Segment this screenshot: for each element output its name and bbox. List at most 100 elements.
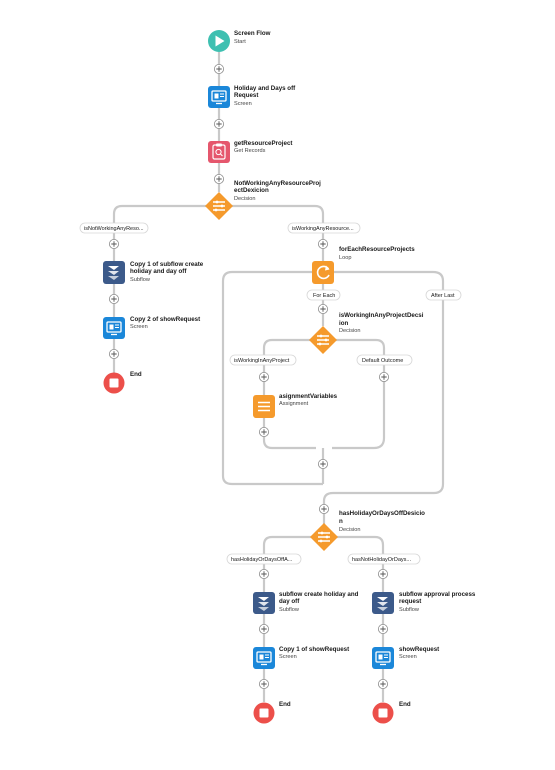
stop-icon	[109, 378, 119, 388]
decision-icon	[213, 200, 225, 212]
svg-text:For Each: For Each	[313, 293, 335, 299]
screen-icon	[106, 321, 122, 336]
svg-text:n: n	[339, 518, 343, 525]
screen-icon	[211, 90, 227, 105]
svg-text:Subflow: Subflow	[130, 277, 151, 283]
svg-text:request: request	[399, 598, 421, 605]
screen-icon	[256, 651, 272, 666]
assignment-icon	[258, 401, 270, 412]
add-element-button[interactable]	[109, 348, 120, 359]
svg-text:Subflow: Subflow	[399, 607, 420, 613]
add-element-button[interactable]	[213, 173, 224, 184]
svg-text:isWorkingAnyResource...: isWorkingAnyResource...	[292, 226, 354, 232]
svg-text:Screen: Screen	[234, 101, 252, 107]
add-element-button[interactable]	[317, 303, 328, 314]
decision-icon	[317, 334, 329, 346]
svg-text:Copy 1 of subflow create: Copy 1 of subflow create	[130, 261, 204, 268]
loop-label-after-last[interactable]: After Last	[425, 289, 462, 301]
svg-text:Screen Flow: Screen Flow	[234, 30, 271, 37]
screen-node-copy-1[interactable]: Copy 1 of showRequest Screen	[253, 646, 349, 669]
add-element-button[interactable]	[258, 371, 269, 382]
loop-node[interactable]: forEachResourceProjects Loop	[312, 246, 415, 284]
add-element-button[interactable]	[258, 426, 269, 437]
loop-icon	[316, 265, 330, 280]
svg-text:hasNotHolidayOrDays...: hasNotHolidayOrDays...	[352, 557, 411, 563]
svg-text:hasHolidayOrDaysOffA...: hasHolidayOrDaysOffA...	[231, 557, 293, 563]
get-records-node[interactable]: getResourceProject Get Records	[208, 140, 292, 163]
subflow-icon	[377, 597, 388, 611]
svg-text:getResourceProject: getResourceProject	[234, 140, 292, 147]
svg-text:Decision: Decision	[339, 328, 360, 334]
svg-text:hasHolidayOrDaysOffDesicio: hasHolidayOrDaysOffDesicio	[339, 510, 425, 517]
subflow-icon	[258, 597, 269, 611]
svg-text:Subflow: Subflow	[279, 607, 300, 613]
end-node-d3-right[interactable]: End	[372, 701, 411, 724]
branch-label-is-working[interactable]: isWorkingAnyResource...	[287, 222, 361, 234]
add-element-button[interactable]	[258, 624, 269, 635]
stop-icon	[378, 708, 388, 718]
svg-text:day off: day off	[279, 598, 300, 605]
subflow-node-approval[interactable]: subflow approval process request Subflow	[372, 591, 476, 614]
svg-text:NotWorkingAnyResourceProj: NotWorkingAnyResourceProj	[234, 180, 321, 187]
add-element-button[interactable]	[378, 371, 389, 382]
end-node-left[interactable]: End	[103, 371, 142, 394]
add-element-button[interactable]	[318, 503, 329, 514]
add-element-button[interactable]	[258, 679, 269, 690]
loop-label-for-each[interactable]: For Each	[306, 289, 341, 301]
add-element-button[interactable]	[377, 569, 388, 580]
svg-text:isNotWorkingAnyReso...: isNotWorkingAnyReso...	[84, 226, 144, 232]
svg-text:Screen: Screen	[279, 654, 297, 660]
svg-text:Request: Request	[234, 92, 258, 99]
subflow-icon	[108, 266, 119, 280]
assignment-node[interactable]: asignmentVariables Assignment	[253, 393, 338, 418]
add-element-button[interactable]	[109, 293, 120, 304]
decision-node-working-in-any-project[interactable]: isWorkingInAnyProjectDecsi ion Decision	[309, 312, 424, 354]
svg-text:Screen: Screen	[130, 324, 148, 330]
add-element-button[interactable]	[317, 238, 328, 249]
subflow-node-create-holiday[interactable]: subflow create holiday and day off Subfl…	[253, 591, 359, 614]
svg-text:subflow approval process: subflow approval process	[399, 591, 476, 598]
branch-label-is-not-working[interactable]: isNotWorkingAnyReso...	[79, 222, 149, 234]
svg-text:Start: Start	[234, 39, 246, 45]
get-records-icon	[212, 143, 226, 160]
svg-text:showRequest: showRequest	[399, 646, 439, 653]
decision-icon	[318, 531, 330, 543]
start-node[interactable]: Screen Flow Start	[208, 30, 271, 52]
screen-node-holiday-request[interactable]: Holiday and Days off Request Screen	[208, 85, 296, 108]
svg-text:Decision: Decision	[339, 527, 360, 533]
add-element-button[interactable]	[213, 119, 224, 130]
add-element-button[interactable]	[317, 458, 328, 469]
svg-text:Copy 1 of showRequest: Copy 1 of showRequest	[279, 646, 349, 653]
add-element-button[interactable]	[377, 624, 388, 635]
svg-text:Holiday and Days off: Holiday and Days off	[234, 85, 296, 92]
subflow-node-copy-1[interactable]: Copy 1 of subflow create holiday and day…	[103, 261, 204, 284]
svg-text:isWorkingInAnyProject: isWorkingInAnyProject	[234, 358, 290, 364]
add-element-button[interactable]	[377, 679, 388, 690]
add-element-button[interactable]	[213, 64, 224, 75]
svg-text:End: End	[279, 701, 291, 708]
add-element-button[interactable]	[258, 569, 269, 580]
svg-text:forEachResourceProjects: forEachResourceProjects	[339, 246, 415, 253]
svg-text:Loop: Loop	[339, 255, 351, 261]
svg-text:Default Outcome: Default Outcome	[362, 358, 403, 364]
svg-text:holiday and day off: holiday and day off	[130, 268, 187, 275]
decision-node-has-holiday[interactable]: hasHolidayOrDaysOffDesicio n Decision	[310, 510, 425, 551]
screen-node-copy-2[interactable]: Copy 2 of showRequest Screen	[103, 316, 200, 339]
svg-text:isWorkingInAnyProjectDecsi: isWorkingInAnyProjectDecsi	[339, 312, 424, 319]
add-element-button[interactable]	[109, 238, 120, 249]
screen-node-show-request[interactable]: showRequest Screen	[372, 646, 439, 669]
svg-text:ion: ion	[339, 320, 348, 327]
svg-text:End: End	[399, 701, 411, 708]
branch-label-has-holiday[interactable]: hasHolidayOrDaysOffA...	[226, 553, 302, 565]
branch-label-has-not-holiday[interactable]: hasNotHolidayOrDays...	[347, 553, 421, 565]
decision-node-not-working[interactable]: NotWorkingAnyResourceProj ectDexicion De…	[205, 180, 321, 220]
branch-label-is-working-in-any-project[interactable]: isWorkingInAnyProject	[229, 354, 297, 366]
svg-text:Assignment: Assignment	[279, 401, 309, 407]
svg-text:End: End	[130, 371, 142, 378]
branch-label-default-outcome[interactable]: Default Outcome	[356, 354, 413, 366]
svg-text:ectDexicion: ectDexicion	[234, 187, 269, 194]
end-node-d3-left[interactable]: End	[253, 701, 291, 724]
svg-text:asignmentVariables: asignmentVariables	[279, 393, 338, 400]
svg-text:Copy 2 of showRequest: Copy 2 of showRequest	[130, 316, 200, 323]
